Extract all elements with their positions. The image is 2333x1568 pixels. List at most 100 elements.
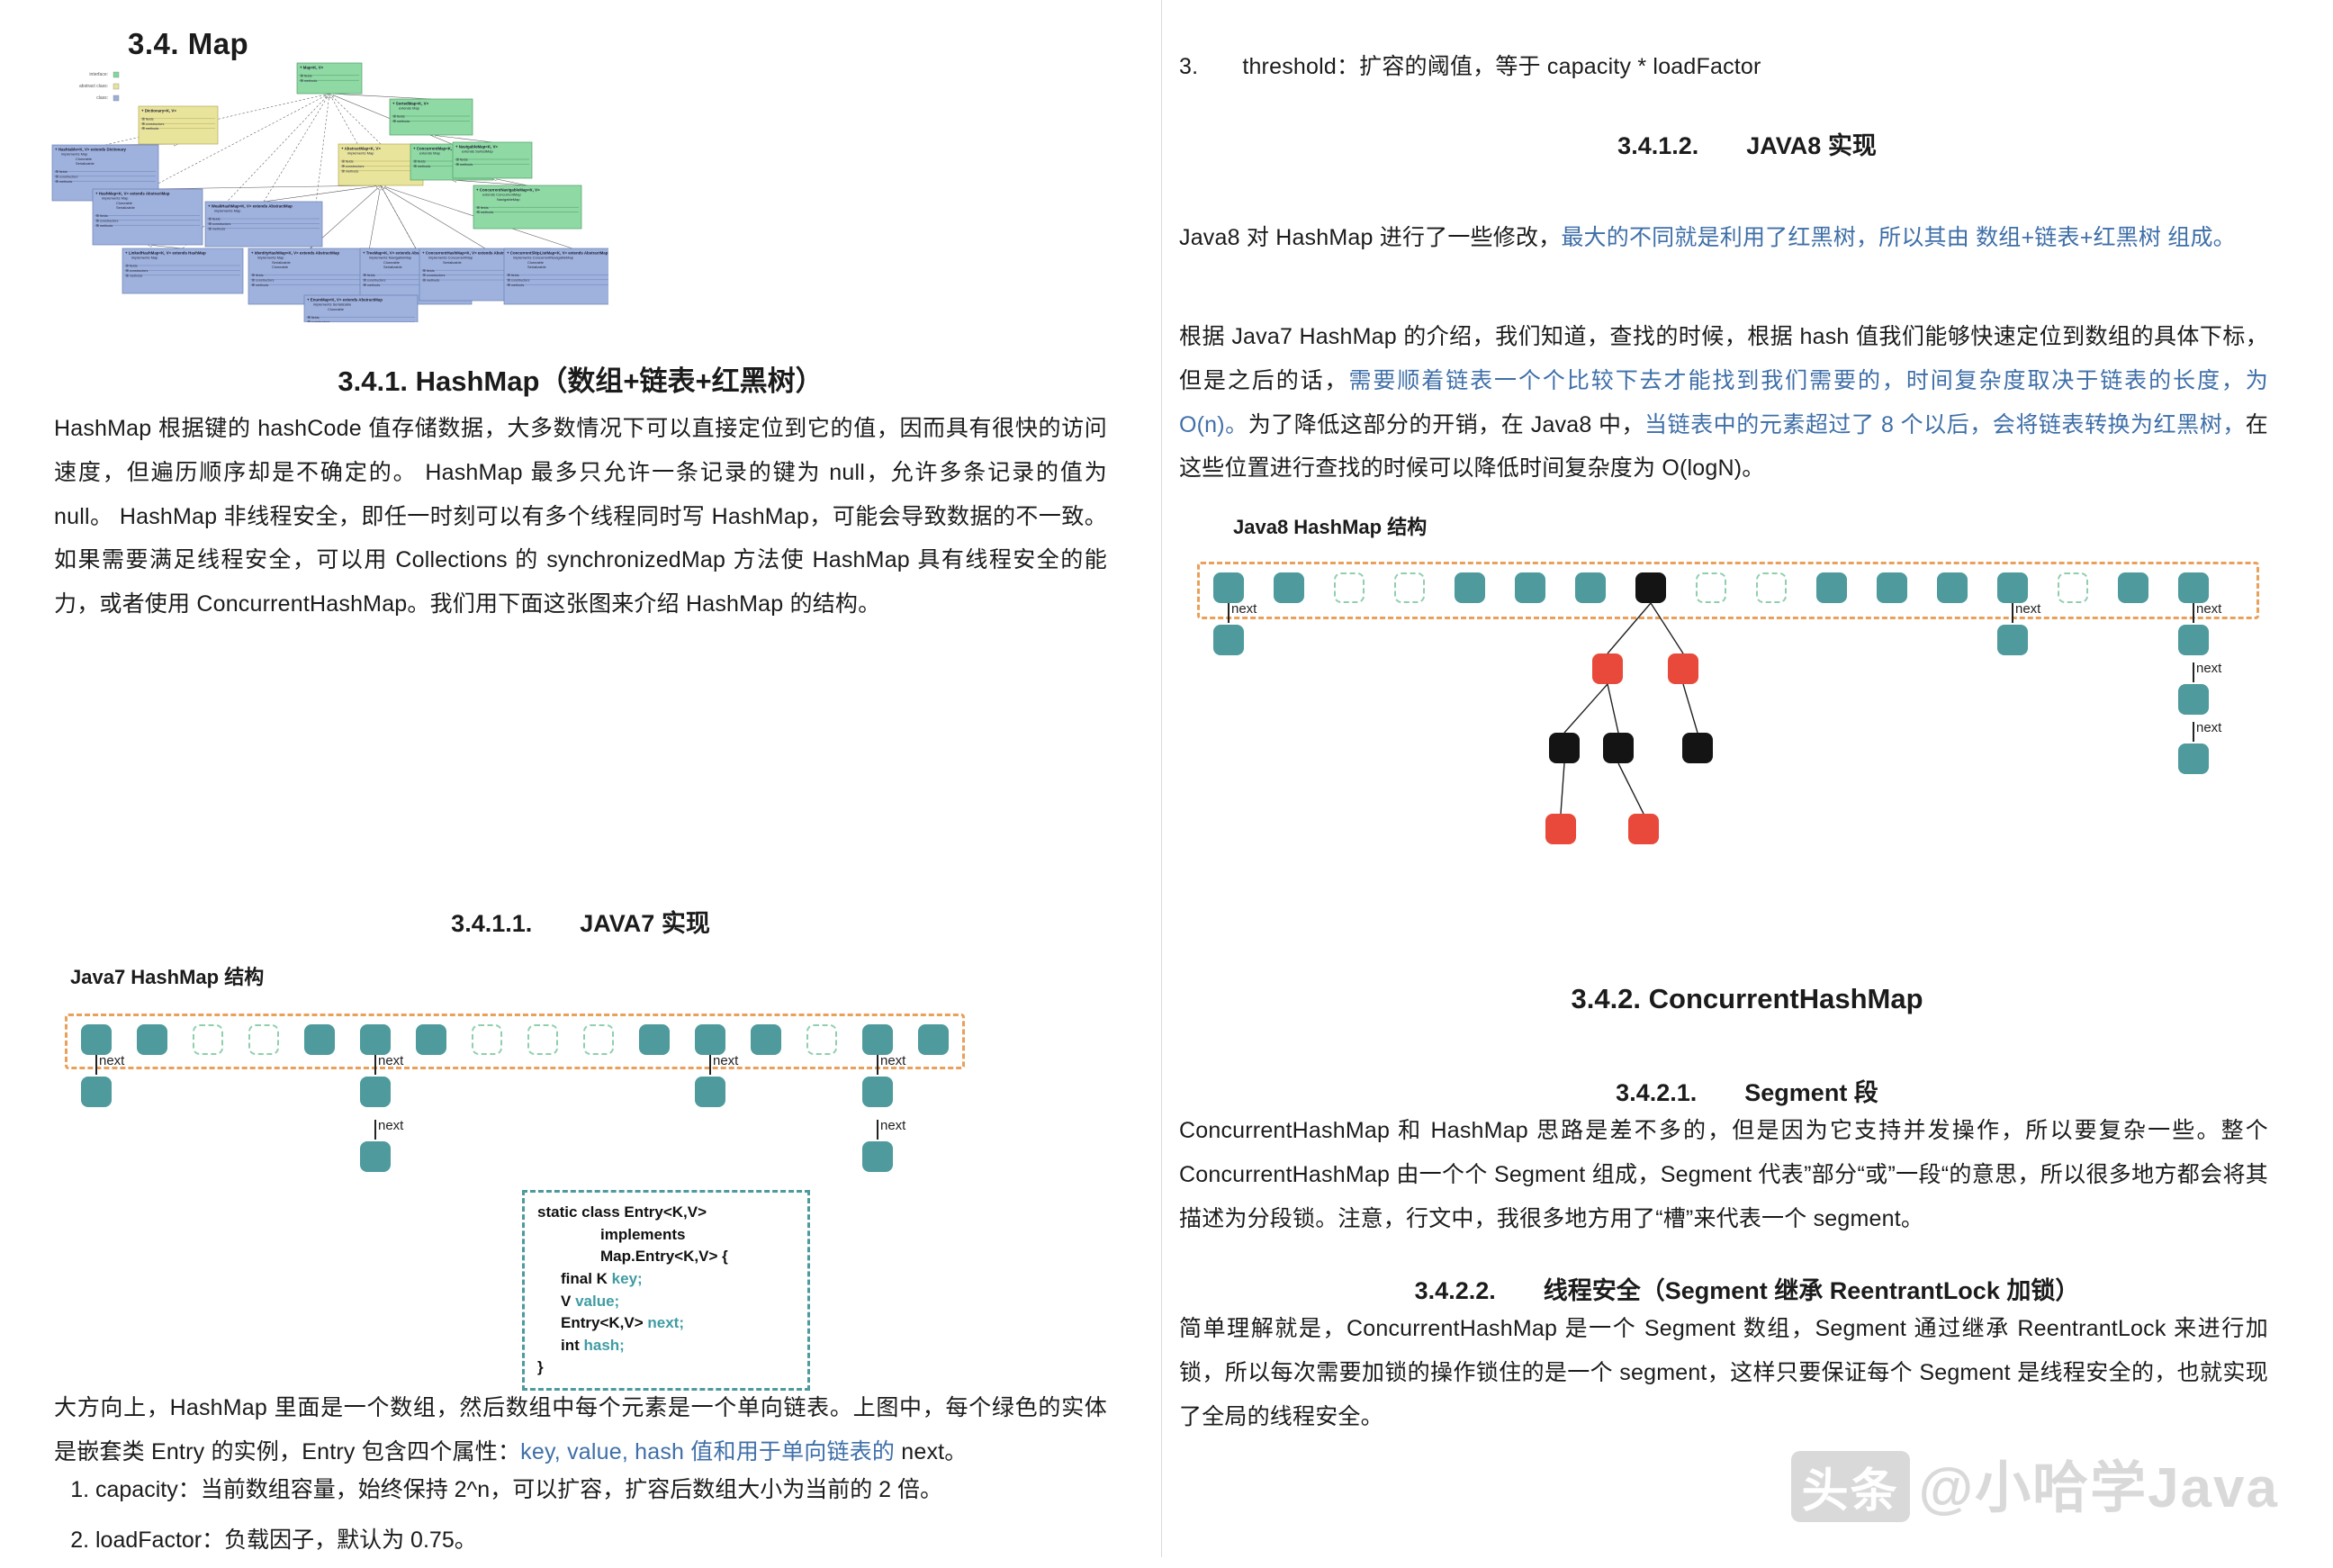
svg-text:⊞ methods: ⊞ methods — [393, 120, 410, 123]
uml-edge — [431, 135, 493, 143]
hashmap-heading-wrap: 3.4.1. HashMap（数组+链表+红黑树） — [0, 358, 1161, 399]
tree-node-black — [1549, 733, 1580, 763]
svg-text:⊞ constructors: ⊞ constructors — [342, 165, 365, 168]
code-kw-final-k: final K — [561, 1269, 612, 1287]
java8-para1-highlight: 最大的不同就是利用了红黑树，所以其由 数组+链表+红黑树 组成。 — [1561, 225, 2236, 250]
svg-text:⊞ fields: ⊞ fields — [456, 158, 468, 162]
chain-node — [2178, 625, 2209, 655]
svg-text:⊞ fields: ⊞ fields — [209, 218, 221, 221]
thread-safety-paragraph-wrap: 简单理解就是，ConcurrentHashMap 是一个 Segment 数组，… — [1179, 1307, 2268, 1438]
uml-legend-label: interface: — [89, 72, 108, 77]
chain-arrow — [2012, 603, 2013, 623]
bucket-cell-occupied — [1997, 572, 2028, 603]
entry-class-codebox: static class Entry<K,V> implements Map.E… — [522, 1190, 810, 1392]
chain-node — [81, 1077, 112, 1107]
thread-heading-number: 3.4.2.2. — [1414, 1277, 1496, 1304]
svg-text:⊞ constructors: ⊞ constructors — [56, 175, 78, 178]
svg-text:⊞ fields: ⊞ fields — [142, 117, 154, 121]
code-kw-int: int — [561, 1336, 584, 1354]
chain-node — [1213, 625, 1244, 655]
segment-paragraph: ConcurrentHashMap 和 HashMap 思路是差不多的，但是因为… — [1179, 1118, 2268, 1231]
svg-text:+ AbstractMap<K, V>: + AbstractMap<K, V> — [341, 147, 381, 151]
segment-heading-wrap: 3.4.2.1. Segment 段 — [1161, 1073, 2333, 1108]
list-item: capacity：当前数组容量，始终保持 2^n，可以扩容，扩容后数组大小为当前… — [95, 1467, 1107, 1512]
chain-arrow — [1228, 603, 1230, 623]
next-label: next — [1231, 601, 1257, 617]
next-label: next — [2196, 720, 2222, 735]
bucket-cell-occupied — [1937, 572, 1968, 603]
chain-arrow — [877, 1120, 878, 1140]
code-field-value: value; — [575, 1292, 620, 1310]
code-line-1: static class Entry<K,V> — [537, 1203, 707, 1221]
left-list-wrap: capacity：当前数组容量，始终保持 2^n，可以扩容，扩容后数组大小为当前… — [54, 1467, 1107, 1568]
tree-edge — [1617, 762, 1644, 815]
svg-text:⊞ fields: ⊞ fields — [56, 170, 68, 174]
svg-text:Cloneable: Cloneable — [116, 201, 133, 205]
bucket-cell-occupied — [2118, 572, 2148, 603]
uml-node-concskiplistmap: + ConcurrentSkipListMap<K, V> extends Ab… — [503, 248, 608, 305]
next-label: next — [713, 1053, 739, 1068]
uml-node-map: + Map<K, V>⊞ fields⊞ methods — [296, 62, 363, 95]
svg-text:⊞ fields: ⊞ fields — [308, 316, 320, 320]
next-label: next — [2015, 601, 2041, 617]
bucket-cell-occupied — [137, 1024, 167, 1055]
bucket-cell-occupied — [2178, 572, 2209, 603]
bucket-cell-occupied — [304, 1024, 335, 1055]
heading-3-4-1: 3.4.1. HashMap（数组+链表+红黑树） — [338, 365, 824, 397]
svg-text:Cloneable: Cloneable — [76, 157, 93, 161]
tree-node-black — [1603, 733, 1634, 763]
chain-node — [695, 1077, 725, 1107]
svg-text:⊞ fields: ⊞ fields — [96, 214, 108, 218]
tree-edge — [1560, 762, 1565, 815]
paragraph-2-highlight: key, value, hash 值和用于单向链表的 — [520, 1438, 896, 1464]
watermark-text: @小哈学Java — [1918, 1457, 2279, 1519]
next-label: next — [378, 1118, 404, 1133]
uml-edge — [148, 245, 184, 249]
svg-text:Serializable: Serializable — [527, 265, 546, 269]
svg-text:+ NavigableMap<K, V>: + NavigableMap<K, V> — [455, 145, 498, 149]
svg-text:⊞ methods: ⊞ methods — [508, 284, 525, 287]
segment-heading: 3.4.2.1. Segment 段 — [1616, 1073, 1878, 1108]
java7-heading-number: 3.4.1.1. — [451, 910, 533, 937]
segment-heading-number: 3.4.2.1. — [1616, 1079, 1698, 1106]
svg-text:+ TreeMap<K, V> extends Abstra: + TreeMap<K, V> extends AbstractMap — [363, 251, 436, 256]
svg-text:Serializable: Serializable — [76, 161, 95, 166]
svg-text:+ WeakHashMap<K, V> extends Ab: + WeakHashMap<K, V> extends AbstractMap — [208, 204, 293, 209]
svg-text:Cloneable: Cloneable — [527, 260, 545, 265]
tree-node-red — [1545, 814, 1576, 844]
uml-edge — [381, 185, 486, 249]
bucket-cell-occupied — [918, 1024, 949, 1055]
svg-text:implements Map: implements Map — [61, 152, 88, 157]
thread-safety-heading: 3.4.2.2. 线程安全（Segment 继承 ReentrantLock 加… — [1415, 1271, 2080, 1306]
svg-text:⊞ methods: ⊞ methods — [301, 79, 318, 83]
svg-text:implements Serializable: implements Serializable — [313, 302, 352, 307]
chain-arrow — [709, 1055, 711, 1075]
java7-struct-label: Java7 HashMap 结构 — [70, 966, 265, 988]
code-type-entry: Entry<K,V> — [561, 1314, 648, 1332]
java8-para2-wrap: 根据 Java7 HashMap 的介绍，我们知道，查找的时候，根据 hash … — [1179, 315, 2268, 491]
java7-heading-wrap: 3.4.1.1. JAVA7 实现 — [0, 904, 1161, 939]
tree-node-red — [1668, 653, 1698, 684]
svg-text:+ ConcurrentNavigableMap<K, V>: + ConcurrentNavigableMap<K, V> — [476, 188, 540, 193]
bucket-cell-empty — [806, 1024, 837, 1055]
segment-heading-text: Segment 段 — [1744, 1079, 1878, 1106]
java8-para2-c: 在这些位置进行查找的时候可以降低时间复杂度为 O(logN)。 — [1179, 411, 2268, 482]
tree-node-black — [1682, 733, 1713, 763]
uml-node-dictionary: + Dictionary<K, V>⊞ fields⊞ constructors… — [138, 105, 219, 145]
code-kw-v: V — [561, 1292, 576, 1310]
bucket-cell-occupied — [695, 1024, 725, 1055]
java8-struct-label: Java8 HashMap 结构 — [1233, 516, 1428, 538]
bucket-cell-occupied — [1274, 572, 1304, 603]
java7-struct-label-wrap: Java7 HashMap 结构 — [70, 961, 264, 990]
uml-class-diagram: + Map<K, V>⊞ fields⊞ methods+ SortedMap<… — [43, 52, 608, 322]
bucket-cell-empty — [2058, 572, 2088, 603]
uml-edge — [381, 185, 417, 249]
svg-text:⊞ methods: ⊞ methods — [414, 165, 431, 168]
uml-node-linkedhashmap: + LinkedHashMap<K, V> extends HashMapimp… — [122, 248, 244, 294]
chain-arrow — [2193, 662, 2194, 682]
svg-text:⊞ fields: ⊞ fields — [423, 269, 435, 273]
java8-para2-b: 为了降低这部分的开销，在 Java8 中， — [1248, 411, 1645, 437]
svg-text:implements Map: implements Map — [102, 196, 129, 201]
bucket-array-outline — [1197, 562, 2259, 619]
